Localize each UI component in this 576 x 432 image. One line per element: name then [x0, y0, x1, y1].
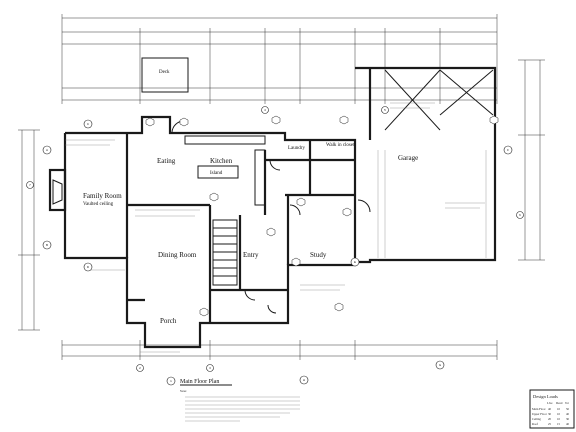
svg-text:10: 10	[557, 412, 561, 416]
closet-label: Walk in closet	[326, 143, 355, 148]
svg-text:25: 25	[548, 422, 552, 426]
kitchen-fixtures: Island	[184, 135, 266, 206]
extra-grid-bubbles: 2 3 4 5 6 7	[26, 106, 524, 372]
deck: Deck	[141, 57, 189, 93]
svg-text:Main Floor: Main Floor	[532, 407, 546, 411]
deck-label: Deck	[159, 70, 170, 75]
grid-circle-bubbles: A B C D E F G H	[42, 119, 513, 385]
svg-text:1: 1	[170, 379, 172, 383]
plan-title: Main Floor Plan	[180, 379, 219, 385]
svg-text:H: H	[303, 378, 305, 382]
svg-text:Live: Live	[547, 401, 553, 405]
svg-text:Dead: Dead	[556, 401, 563, 405]
svg-text:7: 7	[29, 183, 31, 187]
svg-text:30: 30	[566, 417, 570, 421]
garage-label: Garage	[398, 154, 418, 162]
svg-text:50: 50	[566, 407, 570, 411]
svg-text:40: 40	[566, 412, 570, 416]
svg-text:40: 40	[566, 422, 570, 426]
svg-text:5: 5	[384, 108, 386, 112]
dining-room-label: Dining Room	[158, 251, 197, 259]
svg-text:2: 2	[139, 366, 141, 370]
svg-text:Ceiling: Ceiling	[532, 417, 541, 421]
eating-label: Eating	[157, 157, 176, 165]
design-loads-table: Design Loads Live Dead Tot Main Floor 40…	[529, 389, 575, 429]
plan-title-block: 1 Main Floor Plan Notes:	[166, 376, 300, 422]
svg-text:A: A	[46, 148, 48, 152]
svg-text:F: F	[507, 148, 509, 152]
svg-text:4: 4	[264, 108, 266, 112]
entry-label: Entry	[243, 251, 259, 259]
hex-tags	[145, 115, 499, 317]
svg-text:Upper Floor: Upper Floor	[532, 412, 547, 416]
left-dimension-lines	[18, 129, 40, 331]
svg-text:10: 10	[557, 407, 561, 411]
svg-text:E: E	[354, 260, 356, 264]
svg-text:Tot: Tot	[565, 401, 569, 405]
svg-text:10: 10	[557, 417, 561, 421]
top-dimension-lines	[61, 14, 498, 104]
island-label: Island	[210, 171, 223, 176]
laundry-label: Laundry	[288, 146, 305, 151]
notes-heading: Notes:	[180, 390, 187, 393]
svg-text:20: 20	[548, 417, 552, 421]
svg-text:C: C	[87, 122, 90, 126]
porch-label: Porch	[160, 317, 177, 325]
stairs	[212, 219, 238, 286]
annotations	[65, 102, 485, 353]
room-labels: Eating Kitchen Family Room Vaulted ceili…	[83, 143, 355, 325]
study-label: Study	[310, 251, 327, 259]
garage: Garage	[355, 66, 497, 264]
family-ceiling-note: Vaulted ceiling	[83, 202, 114, 207]
svg-text:15: 15	[557, 422, 561, 426]
door-swings	[171, 120, 371, 314]
bottom-dimension-lines	[61, 340, 498, 360]
kitchen-label: Kitchen	[210, 157, 233, 165]
svg-text:B: B	[46, 243, 48, 247]
svg-text:30: 30	[548, 412, 552, 416]
svg-text:6: 6	[519, 213, 521, 217]
design-loads-heading: Design Loads	[533, 394, 558, 399]
svg-text:40: 40	[548, 407, 552, 411]
right-dimension-lines	[518, 59, 545, 261]
family-room-label: Family Room	[83, 192, 122, 200]
fireplace	[52, 179, 63, 205]
svg-text:Roof: Roof	[532, 422, 538, 426]
svg-text:D: D	[87, 265, 90, 269]
svg-text:G: G	[439, 363, 442, 367]
svg-text:3: 3	[209, 366, 211, 370]
